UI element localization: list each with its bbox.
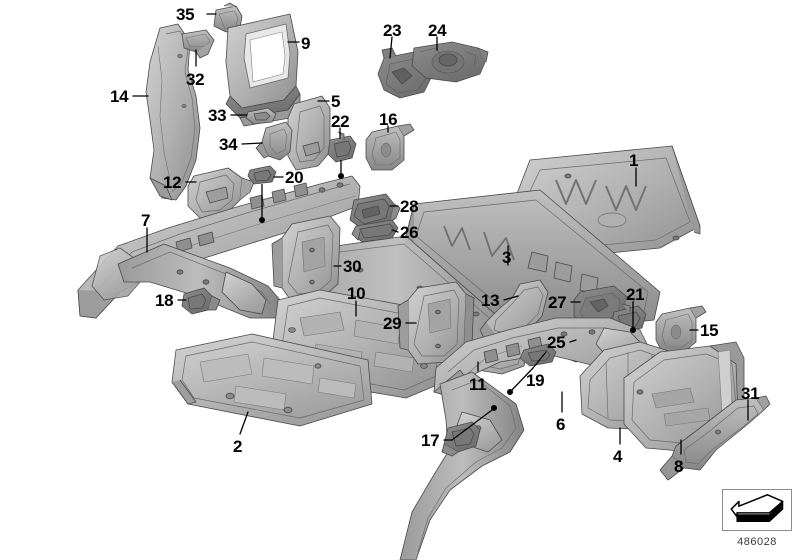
part-29-shape xyxy=(397,281,475,365)
callout-19: 19 xyxy=(526,371,545,390)
callout-11: 11 xyxy=(469,375,487,394)
part-18-shape xyxy=(181,287,221,315)
part-24-shape xyxy=(411,41,489,83)
part-32-shape xyxy=(181,29,215,59)
part-7-lower-shape xyxy=(117,243,281,319)
callout-28: 28 xyxy=(400,197,419,216)
part-9-shape xyxy=(225,13,301,127)
callout-13: 13 xyxy=(481,291,500,310)
callout-22: 22 xyxy=(331,112,350,131)
callout-27: 27 xyxy=(548,293,567,312)
part-20-shape xyxy=(247,165,277,185)
callout-14: 14 xyxy=(110,87,129,106)
callout-16: 16 xyxy=(379,110,398,129)
part-30-shape xyxy=(271,215,341,313)
drawing-number: 486028 xyxy=(737,536,777,548)
callout-25: 25 xyxy=(547,333,566,352)
part-33-shape xyxy=(245,107,277,125)
part-16-shape xyxy=(365,123,415,171)
part-19-shape xyxy=(519,343,557,367)
part-26-shape xyxy=(351,219,399,243)
part-12-shape xyxy=(187,167,255,219)
callout-15: 15 xyxy=(700,321,719,340)
callout-2: 2 xyxy=(233,437,243,456)
part-22-shape xyxy=(327,131,357,163)
part-31-shape xyxy=(659,395,771,481)
part-28-shape xyxy=(349,193,401,231)
callout-35: 35 xyxy=(176,5,195,24)
part-15-shape xyxy=(655,305,707,353)
callout-26: 26 xyxy=(400,223,419,242)
callout-12: 12 xyxy=(163,173,182,192)
callout-23: 23 xyxy=(383,21,402,40)
callout-33: 33 xyxy=(208,106,227,125)
callout-3: 3 xyxy=(502,248,512,267)
callout-30: 30 xyxy=(343,257,362,276)
callout-31: 31 xyxy=(741,384,760,403)
callout-1: 1 xyxy=(629,151,639,170)
legend-box xyxy=(722,489,792,531)
part-5-shape xyxy=(287,95,331,171)
orientation-arrow-icon xyxy=(730,494,784,522)
callout-18: 18 xyxy=(155,291,174,310)
part-6-lower-shape xyxy=(399,371,525,560)
callout-24: 24 xyxy=(428,21,447,40)
callout-10: 10 xyxy=(347,284,366,303)
part-17-shape xyxy=(441,421,481,457)
callout-4: 4 xyxy=(613,447,623,466)
part-14-shape xyxy=(145,23,201,201)
callout-5: 5 xyxy=(331,92,341,111)
callout-32: 32 xyxy=(186,70,205,89)
callout-9: 9 xyxy=(301,34,311,53)
callout-6: 6 xyxy=(556,415,566,434)
callout-20: 20 xyxy=(285,168,304,187)
callout-7: 7 xyxy=(141,211,151,230)
callout-29: 29 xyxy=(383,314,402,333)
callout-17: 17 xyxy=(421,431,440,450)
part-34-shape xyxy=(255,121,293,161)
callout-8: 8 xyxy=(674,457,684,476)
callout-21: 21 xyxy=(626,285,645,304)
part-2-shape xyxy=(171,333,373,427)
callout-34: 34 xyxy=(219,135,238,154)
